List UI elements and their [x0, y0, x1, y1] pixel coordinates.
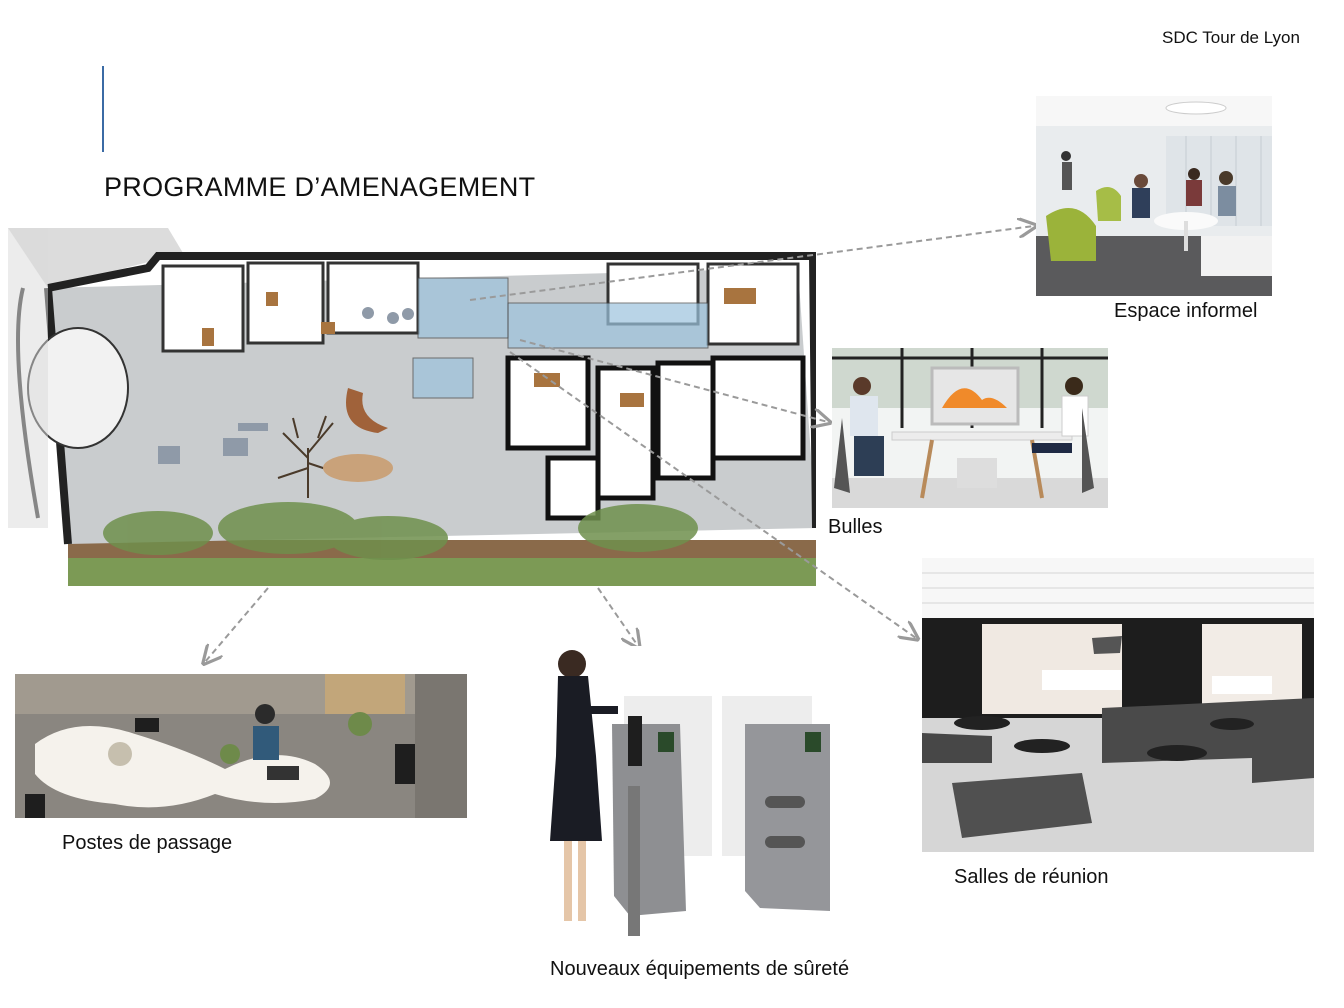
arrow-to-security	[597, 587, 638, 646]
floor-plan-image	[8, 228, 816, 586]
arrow-to-bubbles	[519, 339, 828, 422]
hot-desks-photo	[15, 674, 467, 818]
security-gates-photo	[540, 646, 840, 942]
arrow-to-passage	[205, 587, 269, 662]
bubbles-photo	[832, 348, 1108, 508]
caption-informal: Espace informel	[1114, 300, 1258, 322]
page-title: PROGRAMME D’AMENAGEMENT	[104, 172, 536, 202]
meeting-rooms-photo	[922, 558, 1314, 852]
arrow-to-informal	[469, 226, 1034, 301]
informal-space-photo	[1036, 96, 1272, 296]
caption-meeting: Salles de réunion	[954, 866, 1109, 888]
arrow-to-meeting	[509, 351, 916, 638]
caption-bubbles: Bulles	[828, 516, 883, 538]
client-name: SDC Tour de Lyon	[1162, 28, 1300, 47]
caption-passage: Postes de passage	[62, 832, 233, 854]
title-accent-rule	[102, 66, 104, 152]
caption-security: Nouveaux équipements de sûreté	[550, 958, 850, 980]
